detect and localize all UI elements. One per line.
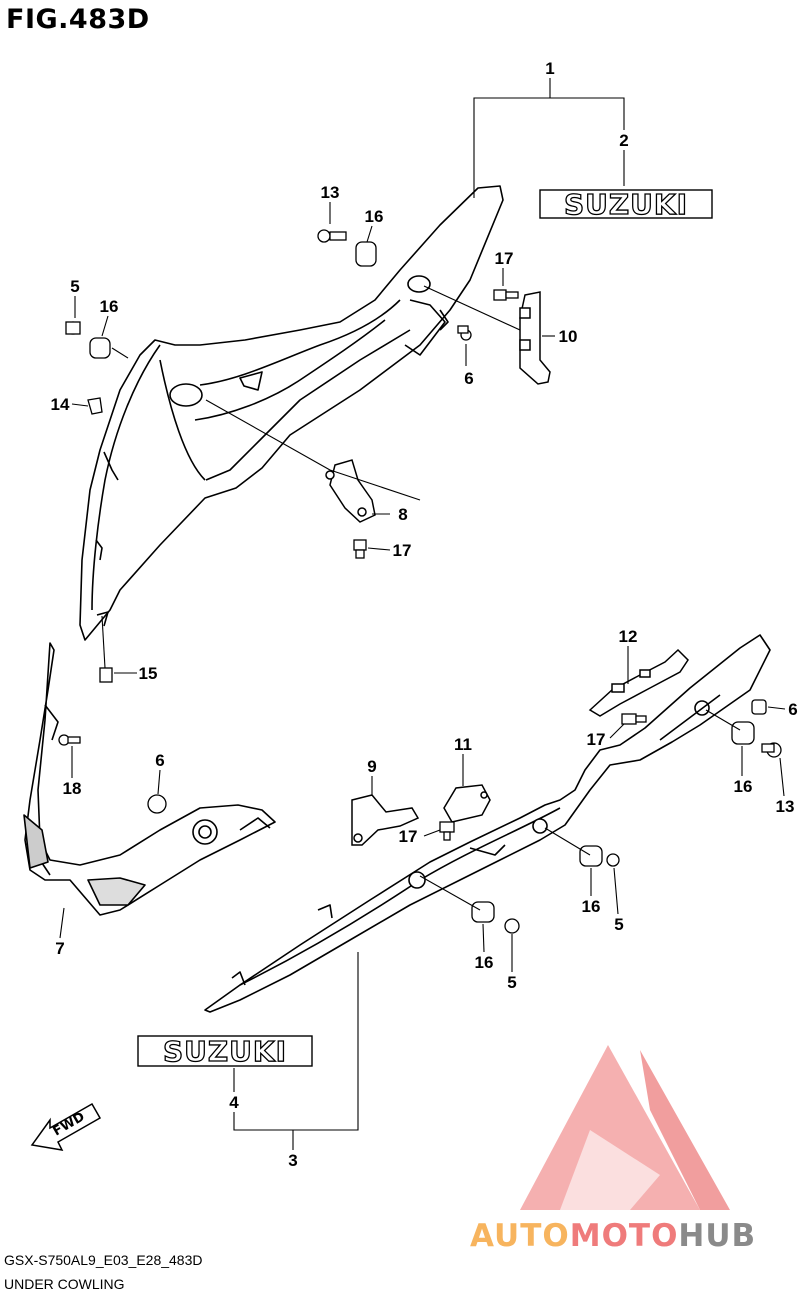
callout-1: 1 bbox=[545, 59, 554, 78]
bracket-11 bbox=[443, 784, 491, 823]
grommet-16-right bbox=[731, 721, 755, 745]
callout-5c: 5 bbox=[507, 973, 516, 992]
emblem-4-text: SUZUKI bbox=[163, 1035, 287, 1068]
clip-14 bbox=[87, 397, 103, 415]
screw-13-upper bbox=[317, 229, 347, 243]
lower-cowling-7 bbox=[23, 642, 276, 916]
callout-6b: 6 bbox=[788, 700, 797, 719]
emblem-4: SUZUKI bbox=[137, 1034, 313, 1069]
callout-16b: 16 bbox=[100, 297, 119, 316]
grommet-16-lower bbox=[471, 901, 495, 923]
watermark-moto: MOTO bbox=[569, 1218, 679, 1254]
bolt-17-lower bbox=[439, 821, 455, 841]
bracket-10 bbox=[519, 291, 551, 385]
callout-16a: 16 bbox=[365, 207, 384, 226]
callout-6a: 6 bbox=[464, 369, 473, 388]
callout-9: 9 bbox=[367, 757, 376, 776]
screw-5-upper bbox=[65, 321, 81, 335]
callout-18: 18 bbox=[63, 779, 82, 798]
callout-17b: 17 bbox=[393, 541, 412, 560]
leader-lines bbox=[59, 78, 786, 1150]
nut-6-left bbox=[147, 794, 167, 814]
screw-13-right bbox=[761, 742, 782, 758]
callout-14: 14 bbox=[51, 395, 70, 414]
callout-3: 3 bbox=[288, 1151, 297, 1170]
nut-15 bbox=[99, 667, 113, 683]
screw-5-lower-right bbox=[606, 853, 620, 867]
callout-6c: 6 bbox=[155, 751, 164, 770]
upper-cowling-panel bbox=[79, 185, 504, 641]
callout-numbers: 1 2 13 16 17 5 16 10 6 14 8 17 15 12 6 1… bbox=[51, 59, 798, 1170]
section-name: UNDER COWLING bbox=[4, 1276, 125, 1292]
screw-5-lower bbox=[504, 918, 520, 934]
callout-12: 12 bbox=[619, 627, 638, 646]
screw-18 bbox=[58, 734, 81, 746]
bracket-9 bbox=[351, 794, 420, 846]
watermark-logo bbox=[520, 1045, 730, 1210]
callout-2: 2 bbox=[619, 131, 628, 150]
bracket-8 bbox=[325, 459, 376, 523]
callout-8: 8 bbox=[398, 505, 407, 524]
bracket-12 bbox=[588, 648, 689, 717]
callout-17d: 17 bbox=[399, 827, 418, 846]
nut-6-upper bbox=[457, 325, 472, 341]
callout-16c: 16 bbox=[734, 777, 753, 796]
grommet-16-left bbox=[89, 337, 111, 359]
callout-5b: 5 bbox=[614, 915, 623, 934]
callout-4: 4 bbox=[229, 1093, 239, 1112]
callout-13a: 13 bbox=[321, 183, 340, 202]
callout-15: 15 bbox=[139, 664, 158, 683]
callout-16e: 16 bbox=[475, 953, 494, 972]
callout-11: 11 bbox=[454, 735, 472, 754]
callout-17a: 17 bbox=[495, 249, 514, 268]
emblem-2: SUZUKI bbox=[539, 187, 713, 222]
figure-title: FIG.483D bbox=[6, 4, 150, 35]
callout-10: 10 bbox=[559, 327, 578, 346]
model-code: GSX-S750AL9_E03_E28_483D bbox=[4, 1252, 203, 1268]
bolt-17-mid bbox=[353, 539, 367, 559]
fasteners bbox=[58, 229, 782, 934]
callout-5a: 5 bbox=[70, 277, 79, 296]
callout-16d: 16 bbox=[582, 897, 601, 916]
watermark-auto: AUTO bbox=[470, 1218, 570, 1254]
callout-7: 7 bbox=[55, 939, 64, 958]
emblem-2-text: SUZUKI bbox=[564, 188, 688, 221]
watermark-hub: HUB bbox=[678, 1218, 757, 1254]
grommet-16-lower-right bbox=[579, 845, 603, 867]
nut-6-right bbox=[751, 699, 767, 715]
bolt-17-right bbox=[621, 713, 647, 725]
callout-17c: 17 bbox=[587, 730, 606, 749]
lower-side-cowling-3 bbox=[204, 634, 771, 1013]
callout-13b: 13 bbox=[776, 797, 795, 816]
bolt-17-upper bbox=[493, 289, 519, 301]
grommet-16-upper bbox=[355, 241, 377, 267]
watermark-text: AUTOMOTOHUB bbox=[470, 1218, 756, 1254]
fwd-arrow: FWD bbox=[30, 1102, 102, 1151]
